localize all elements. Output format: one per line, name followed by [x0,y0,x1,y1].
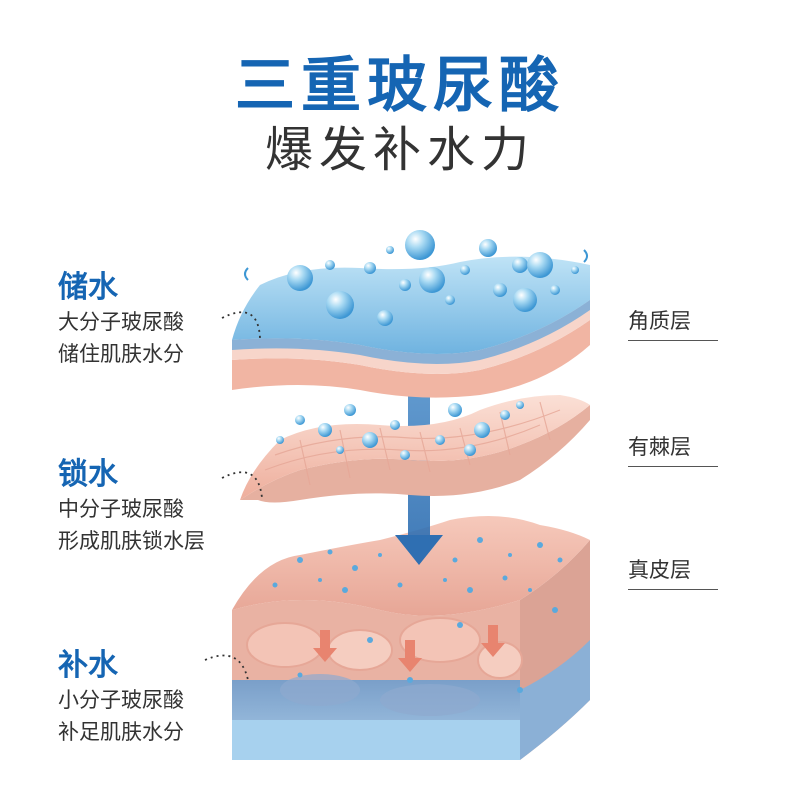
dermis-block [232,516,590,760]
annotation-line: 中分子玻尿酸 [58,497,184,521]
page-title: 三重玻尿酸 [235,51,565,121]
layer-label-dermis: 真皮层 [628,555,718,590]
annotation-heading: 锁水 [58,457,118,492]
spinous-layer [240,395,590,503]
annotation-line: 小分子玻尿酸 [58,688,184,712]
annotation-line: 形成肌肤锁水层 [58,529,205,553]
annotation-line: 储住肌肤水分 [58,342,184,366]
page-subtitle: 爆发补水力 [264,122,535,178]
layer-label-corneum: 角质层 [628,306,718,341]
annotation-line: 大分子玻尿酸 [58,310,184,334]
corneum-layer [232,230,590,398]
annotation-heading: 补水 [58,648,118,683]
annotation-lock: 锁水 中分子玻尿酸 形成肌肤锁水层 [58,457,205,557]
annotation-replenish: 补水 小分子玻尿酸 补足肌肤水分 [58,648,184,748]
annotation-heading: 储水 [58,270,118,305]
connector-lines [204,311,263,681]
annotation-line: 补足肌肤水分 [58,720,184,744]
layer-label-spinous: 有棘层 [628,432,718,467]
annotation-storage: 储水 大分子玻尿酸 储住肌肤水分 [58,270,184,370]
